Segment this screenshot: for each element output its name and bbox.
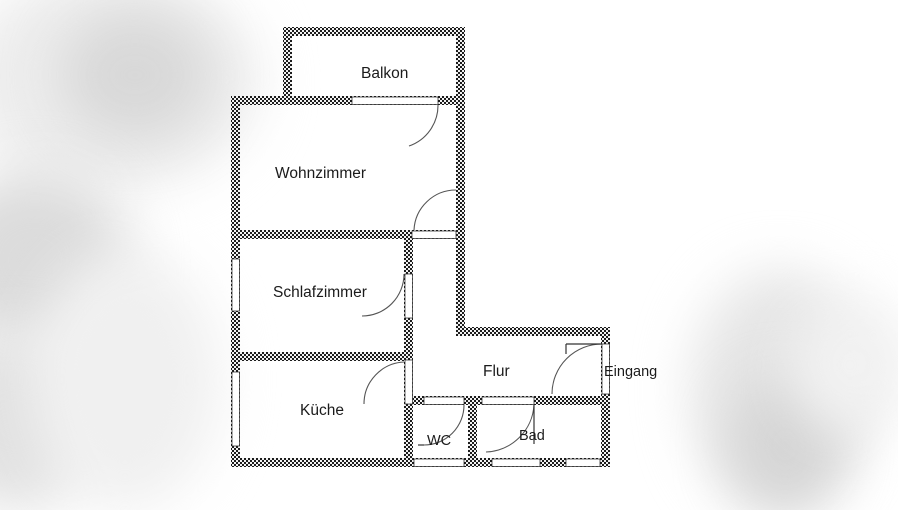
door-wohnzimmer-arc bbox=[413, 189, 457, 231]
wall-balkon-right bbox=[456, 27, 465, 100]
room-label-kueche: Küche bbox=[300, 402, 344, 419]
wall-balkon-left bbox=[283, 27, 292, 100]
door-eingang-arc bbox=[551, 343, 603, 395]
door-schlafzimmer-opening bbox=[404, 273, 413, 319]
doors-group bbox=[351, 96, 610, 453]
door-kueche-opening bbox=[404, 359, 413, 405]
door-wc-arc bbox=[423, 404, 465, 446]
door-bad-opening bbox=[481, 396, 535, 405]
wall-wc-bad bbox=[468, 396, 477, 467]
wall-flur-west bbox=[404, 230, 413, 467]
wall-wohnzimmer-schlafzimmer bbox=[231, 230, 465, 239]
window-wc-south bbox=[413, 458, 465, 467]
door-eingang-opening bbox=[601, 343, 610, 395]
room-label-bad: Bad bbox=[519, 428, 545, 444]
door-wc-opening bbox=[423, 396, 465, 405]
window-bad-south-2 bbox=[565, 458, 601, 467]
wall-wohnzimmer-top bbox=[231, 96, 465, 105]
wall-balkon-top bbox=[283, 27, 465, 36]
room-label-balkon: Balkon bbox=[361, 65, 409, 82]
room-label-wohnzimmer: Wohnzimmer bbox=[275, 165, 367, 182]
wall-schlafzimmer-kueche bbox=[231, 352, 413, 361]
room-label-schlafzimmer: Schlafzimmer bbox=[273, 284, 367, 301]
door-schlafzimmer-arc bbox=[361, 273, 405, 317]
wall-flur-north bbox=[456, 327, 610, 336]
window-kueche-west bbox=[231, 371, 240, 447]
door-bad-arc bbox=[485, 404, 535, 453]
walls-group bbox=[231, 27, 610, 467]
window-bad-south-1 bbox=[491, 458, 541, 467]
door-balkon-opening bbox=[351, 96, 439, 105]
door-wohnzimmer-opening bbox=[411, 230, 457, 239]
windows-group bbox=[231, 258, 601, 467]
wall-interior-east-upper bbox=[456, 96, 465, 334]
room-label-flur: Flur bbox=[483, 363, 510, 380]
window-schlafzimmer-west bbox=[231, 258, 240, 312]
room-label-wc: WC bbox=[427, 433, 452, 449]
door-balkon-arc bbox=[408, 104, 439, 147]
door-kueche-arc bbox=[363, 361, 405, 405]
room-label-eingang: Eingang bbox=[604, 364, 658, 380]
